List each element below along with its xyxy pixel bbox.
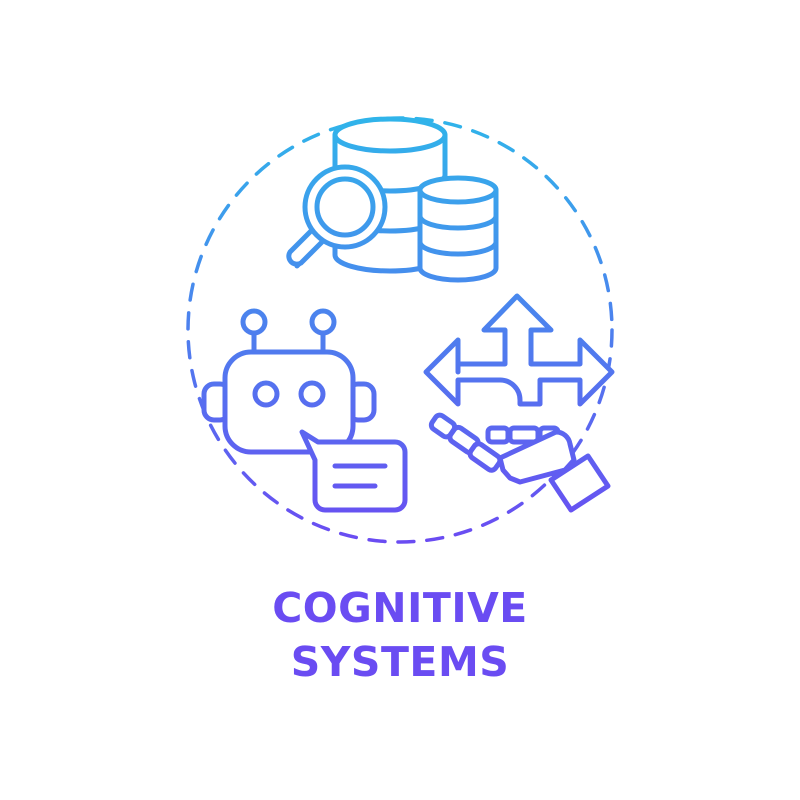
title-line-1: COGNITIVE — [272, 584, 528, 632]
robotic-hand-icon — [428, 412, 611, 513]
chatbot-icon — [201, 308, 408, 513]
title-line-2: SYSTEMS — [290, 638, 510, 686]
database-search-icon — [286, 116, 499, 283]
decision-arrows-icon — [423, 293, 615, 407]
